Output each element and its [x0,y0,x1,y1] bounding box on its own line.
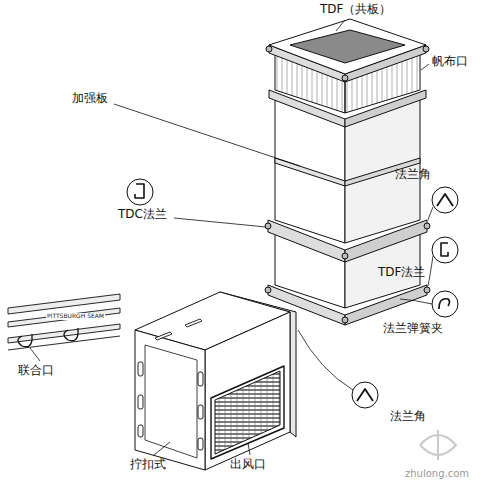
part-label: 联合口 [18,364,54,378]
outlet-grille [215,371,280,454]
part-label: 帆布口 [432,55,468,69]
part-label: TDF法兰 [378,266,425,280]
vertical-duct [265,19,430,325]
part-label: 拧扣式 [130,458,166,472]
corner-pieces [265,46,430,323]
part-label: 加强板 [72,92,108,106]
part-label: 出风口 [230,458,266,472]
watermark-logo [420,430,456,460]
horizontal-duct [135,292,296,470]
seam-inset [8,294,120,350]
twist-lock-tabs [138,319,203,450]
watermark-text: zhulong.com [405,468,469,480]
part-label: 法兰弹簧夹 [383,322,443,336]
part-label: 法兰角 [395,168,431,182]
leader-lines [30,20,433,455]
part-label: TDC法兰 [118,208,167,222]
seam-label: PITTSBURGH SEAM [46,313,105,320]
part-label: TDF（共板） [320,3,391,17]
profile-symbols [127,179,458,408]
part-label: 法兰角 [390,410,426,424]
